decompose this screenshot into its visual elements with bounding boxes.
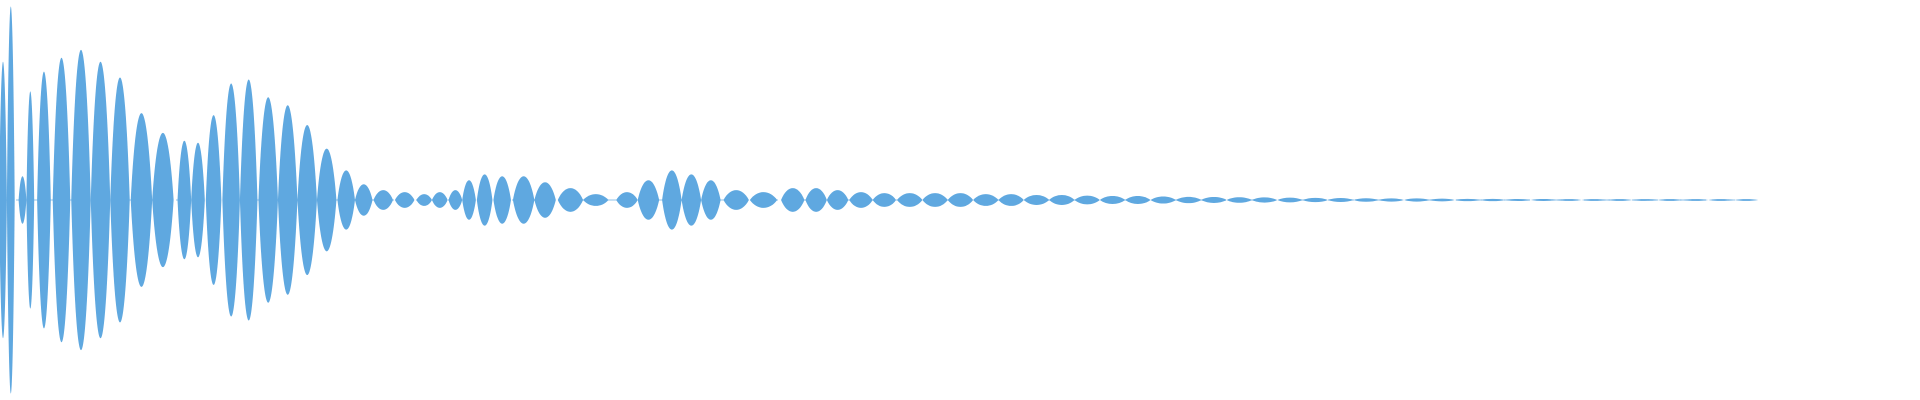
waveform-lobe bbox=[462, 180, 476, 220]
waveform-lobe bbox=[1099, 196, 1126, 204]
waveform-lobe bbox=[781, 188, 805, 212]
waveform-lobe bbox=[110, 77, 130, 323]
waveform-lobe bbox=[826, 190, 849, 210]
waveform-lobe bbox=[1150, 196, 1176, 204]
waveform-lobe bbox=[90, 61, 111, 339]
waveform-lobe bbox=[222, 83, 240, 317]
waveform-lobe bbox=[130, 113, 153, 287]
waveform-lobe bbox=[1125, 196, 1151, 204]
waveform-lobe bbox=[557, 188, 584, 212]
waveform-lobe bbox=[1429, 198, 1455, 202]
waveform-lobe bbox=[394, 192, 415, 208]
waveform-lobe bbox=[897, 193, 923, 207]
waveform-lobe bbox=[205, 115, 222, 285]
waveform-lobe bbox=[1404, 198, 1430, 202]
waveform-lobe bbox=[1049, 195, 1075, 205]
waveform-lobe bbox=[1454, 198, 1481, 202]
waveform-lobe bbox=[1175, 196, 1202, 204]
waveform-lobe bbox=[534, 182, 556, 218]
waveform-lobe bbox=[583, 194, 609, 206]
waveform-lobe bbox=[1480, 198, 1506, 202]
waveform-lobe bbox=[52, 57, 71, 343]
waveform-lobe bbox=[1023, 195, 1050, 205]
waveform-lobe bbox=[448, 190, 463, 210]
waveform-lobe bbox=[1632, 199, 1658, 201]
waveform-lobe bbox=[512, 176, 535, 224]
waveform-lobe bbox=[71, 49, 91, 351]
waveform-lobe bbox=[1682, 199, 1709, 201]
waveform-lobe bbox=[316, 148, 337, 252]
waveform-lobe bbox=[922, 193, 948, 207]
waveform-lobe bbox=[681, 174, 702, 226]
waveform-lobes bbox=[0, 6, 1759, 394]
waveform-lobe bbox=[973, 194, 999, 206]
waveform-lobe bbox=[701, 180, 721, 220]
waveform-lobe bbox=[177, 140, 192, 260]
waveform-lobe bbox=[1657, 199, 1683, 201]
waveform-lobe bbox=[1530, 199, 1557, 201]
waveform-lobe bbox=[1708, 199, 1734, 201]
waveform-lobe bbox=[277, 105, 298, 295]
waveform-lobe bbox=[6, 6, 15, 394]
waveform-lobe bbox=[1606, 199, 1633, 201]
waveform-lobe bbox=[476, 174, 493, 226]
waveform-lobe bbox=[0, 61, 7, 339]
waveform-lobe bbox=[432, 192, 448, 208]
waveform-lobe bbox=[947, 193, 974, 207]
waveform-lobe bbox=[723, 190, 749, 210]
waveform-lobe bbox=[998, 194, 1024, 206]
waveform-lobe bbox=[805, 188, 827, 212]
waveform-lobe bbox=[18, 176, 27, 224]
waveform-lobe bbox=[1302, 197, 1329, 203]
waveform-lobe bbox=[1505, 199, 1531, 201]
waveform-lobe bbox=[1328, 198, 1354, 202]
waveform-lobe bbox=[616, 192, 638, 208]
waveform-lobe bbox=[493, 176, 511, 224]
waveform-lobe bbox=[849, 192, 873, 208]
waveform-lobe bbox=[152, 132, 174, 268]
waveform-lobe bbox=[354, 184, 373, 216]
waveform-lobe bbox=[1581, 199, 1607, 201]
waveform-lobe bbox=[1074, 195, 1100, 205]
waveform-lobe bbox=[191, 142, 205, 258]
waveform-lobe bbox=[1226, 197, 1252, 203]
waveform-lobe bbox=[637, 180, 660, 220]
waveform-lobe bbox=[749, 192, 778, 208]
waveform-lobe bbox=[26, 91, 35, 309]
waveform-lobe bbox=[872, 193, 897, 207]
waveform-lobe bbox=[1378, 198, 1405, 202]
waveform-lobe bbox=[337, 170, 355, 230]
waveform-lobe bbox=[37, 71, 51, 329]
waveform-lobe bbox=[297, 124, 317, 276]
waveform-lobe bbox=[662, 170, 682, 230]
waveform-lobe bbox=[258, 97, 278, 303]
waveform-lobe bbox=[1251, 197, 1278, 203]
waveform-lobe bbox=[416, 194, 432, 206]
waveform-lobe bbox=[1277, 197, 1303, 203]
waveform-lobe bbox=[1734, 199, 1759, 201]
waveform-lobe bbox=[1201, 197, 1227, 203]
waveform-lobe bbox=[1556, 199, 1582, 201]
waveform-lobe bbox=[1353, 198, 1379, 202]
waveform-lobe bbox=[373, 190, 393, 210]
waveform-lobe bbox=[239, 79, 258, 321]
